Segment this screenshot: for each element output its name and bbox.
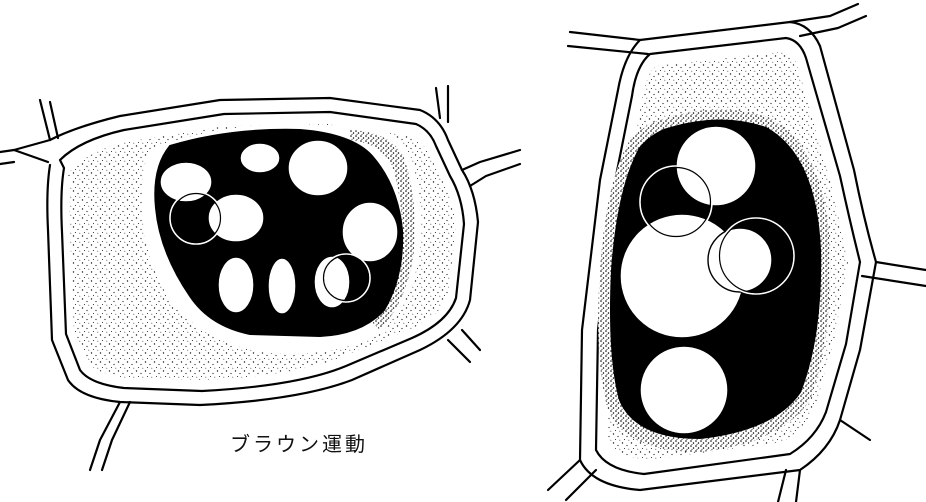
caption-label: ブラウン運動 — [230, 428, 368, 457]
